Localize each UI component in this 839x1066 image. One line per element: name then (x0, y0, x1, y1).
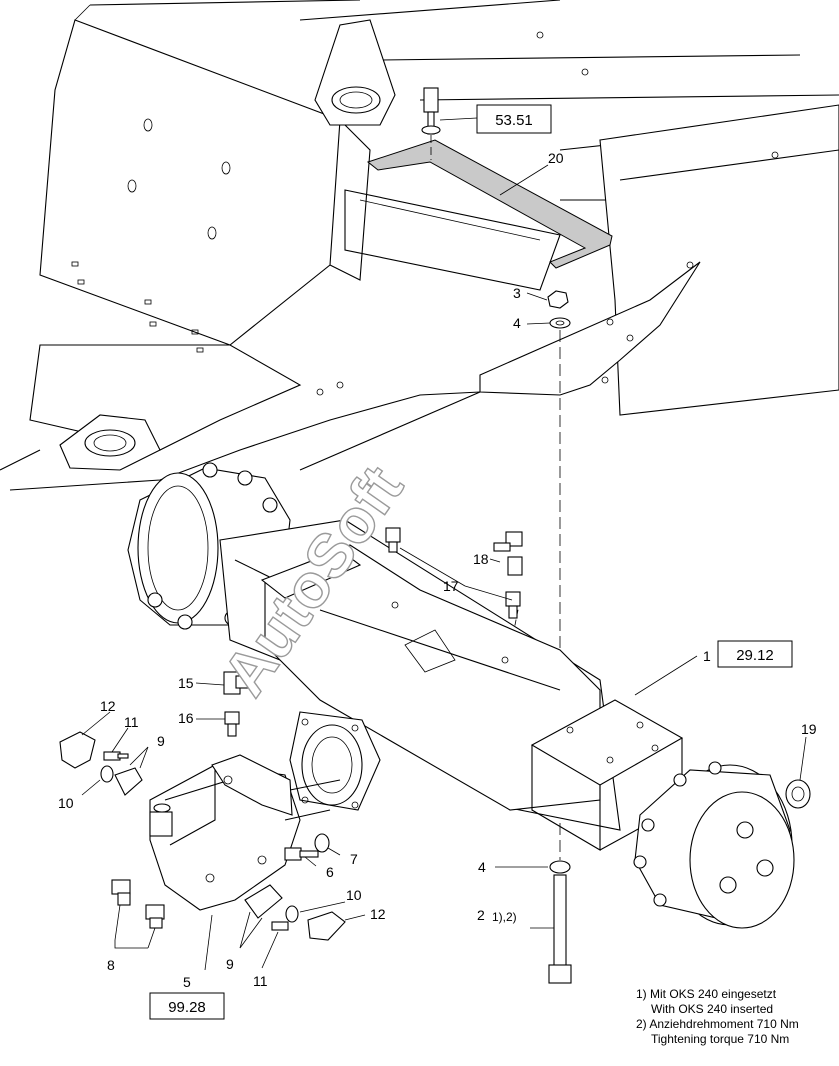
callout-19: 19 (801, 721, 817, 737)
fitting-17-right (505, 591, 521, 619)
fitting-17-left (385, 527, 401, 553)
callout-10-left: 10 (58, 795, 74, 811)
note-1-en: With OKS 240 inserted (651, 1002, 773, 1016)
fitting-19 (785, 779, 811, 809)
callout-20: 20 (548, 150, 564, 166)
flange-9-left (114, 767, 143, 796)
callout-8: 8 (107, 957, 115, 973)
callout-11-right: 11 (253, 973, 268, 989)
callout-1: 1 (703, 648, 711, 664)
axle-housing-1 (127, 462, 795, 929)
washer-7 (314, 833, 330, 853)
footnotes: 1) Mit OKS 240 eingesetzt With OKS 240 i… (636, 987, 799, 1046)
fitting-18 (493, 531, 523, 576)
reference-box-99-28: 99.28 (149, 992, 225, 1020)
note-2-en: Tightening torque 710 Nm (651, 1032, 789, 1046)
leader-lines (81, 117, 807, 971)
elbow-12-left (59, 731, 96, 769)
reference-53-51: 53.51 (495, 112, 533, 129)
callout-15: 15 (178, 675, 194, 691)
callout-4-top: 4 (513, 315, 521, 331)
washer-4-top (549, 317, 571, 329)
fitting-16 (224, 711, 240, 737)
callout-17: 17 (443, 578, 459, 594)
callout-7: 7 (350, 851, 358, 867)
bolt-2 (548, 874, 572, 984)
fitting-8a (111, 879, 131, 906)
bolt-top (421, 87, 441, 135)
note-2-de: 2) Anziehdrehmoment 710 Nm (636, 1017, 799, 1031)
callouts: 20 3 4 18 17 1 15 16 12 11 9 10 7 6 19 4… (58, 150, 817, 990)
flange-9-right (244, 884, 283, 919)
fitting-15 (223, 671, 251, 695)
callout-18: 18 (473, 551, 489, 567)
bolt-6 (284, 847, 319, 861)
callout-3: 3 (513, 285, 521, 301)
washer-10-right (285, 905, 299, 923)
callout-2-note: 1),2) (492, 910, 517, 924)
reference-box-53-51: 53.51 (476, 104, 552, 134)
callout-6: 6 (326, 864, 334, 880)
washer-4-bottom (549, 860, 571, 874)
reference-29-12: 29.12 (736, 647, 774, 664)
elbow-12-right (307, 911, 346, 941)
callout-2: 2 (477, 907, 485, 923)
hydraulic-motor-5 (149, 754, 341, 911)
callout-9-right: 9 (226, 956, 234, 972)
callout-5: 5 (183, 974, 191, 990)
callout-4-bottom: 4 (478, 859, 486, 875)
fitting-8b (145, 904, 165, 929)
bolt-11-right (271, 921, 289, 931)
note-1-de: 1) Mit OKS 240 eingesetzt (636, 987, 777, 1001)
shim-plate-20 (366, 139, 613, 269)
washer-10-left (100, 765, 114, 783)
callout-10-right: 10 (346, 887, 362, 903)
callout-9-left: 9 (157, 733, 165, 749)
nut-3 (547, 290, 569, 309)
reference-box-29-12: 29.12 (717, 640, 793, 668)
callout-12-left: 12 (100, 698, 116, 714)
bolt-11-left (103, 751, 129, 761)
callout-12-right: 12 (370, 906, 386, 922)
chassis-frame (0, 0, 839, 491)
callout-11-left: 11 (124, 714, 139, 730)
reference-99-28: 99.28 (168, 999, 206, 1016)
callout-16: 16 (178, 710, 194, 726)
